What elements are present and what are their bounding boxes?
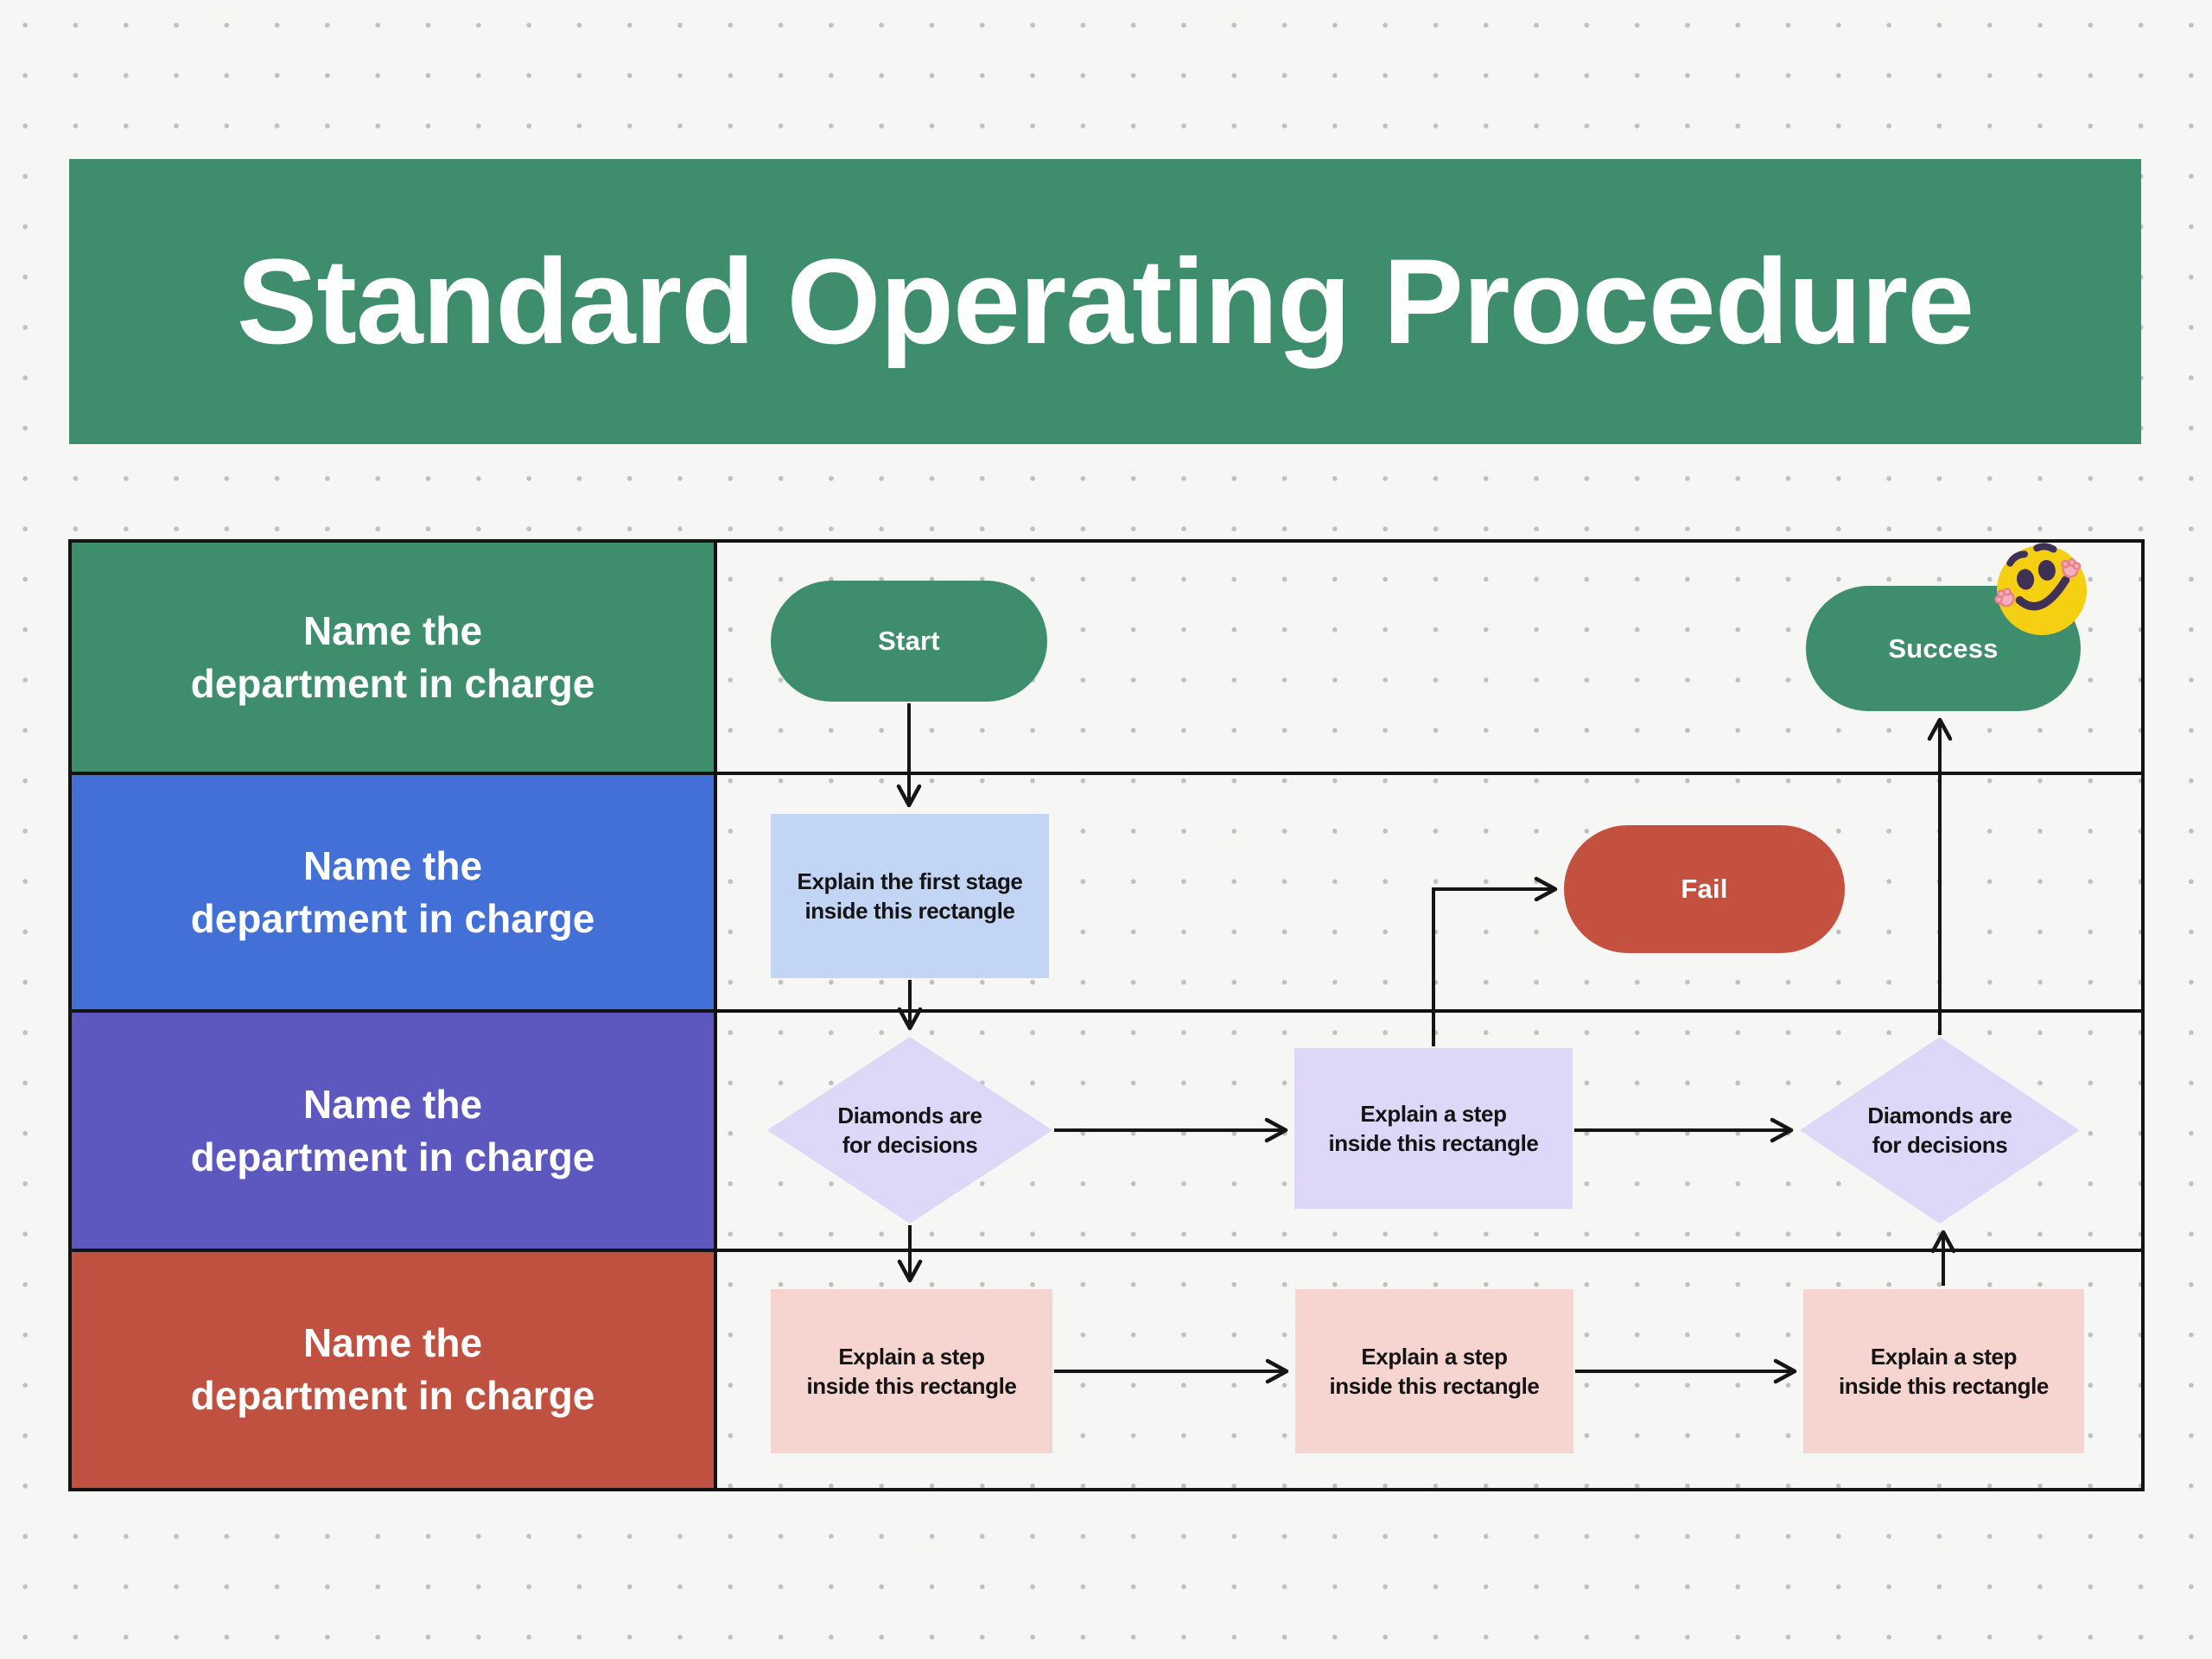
- swimlane-table-border: [68, 539, 2145, 1491]
- smiley-right-hand: [2061, 558, 2082, 578]
- start-label: Start: [878, 626, 940, 656]
- lane-label-text: Name the department in charge: [190, 842, 595, 941]
- smiley-left-hand: [1994, 588, 2015, 607]
- decision-left-label: Diamonds are for decisions: [837, 1102, 982, 1158]
- page-title: Standard Operating Procedure: [236, 233, 1974, 369]
- smiley-right-eye: [2037, 559, 2056, 581]
- step-mid-label: Explain a step inside this rectangle: [1328, 1100, 1539, 1156]
- first-stage-label: Explain the first stage inside this rect…: [797, 868, 1023, 924]
- lane-label-row-3[interactable]: Name the department in charge: [71, 1011, 715, 1250]
- table-column-divider: [714, 539, 717, 1491]
- table-row-divider-3: [68, 1249, 2145, 1252]
- lane-label-text: Name the department in charge: [190, 1081, 595, 1179]
- success-label: Success: [1888, 632, 1999, 664]
- smiley-right-eyebrow: [2033, 543, 2057, 553]
- smiley-left-eye: [2017, 569, 2035, 590]
- first-stage-process-box[interactable]: Explain the first stage inside this rect…: [771, 814, 1049, 978]
- step-process-box-bottom-1[interactable]: Explain a step inside this rectangle: [771, 1289, 1052, 1453]
- step-process-box-bottom-3[interactable]: Explain a step inside this rectangle: [1803, 1289, 2084, 1453]
- step-bottom-1-label: Explain a step inside this rectangle: [806, 1343, 1017, 1399]
- table-row-divider-2: [68, 1009, 2145, 1013]
- smiley-left-eyebrow: [2006, 550, 2029, 567]
- lane-label-text: Name the department in charge: [190, 608, 595, 706]
- lane-label-row-4[interactable]: Name the department in charge: [71, 1250, 715, 1489]
- title-banner[interactable]: Standard Operating Procedure: [69, 159, 2141, 444]
- step-process-box-middle[interactable]: Explain a step inside this rectangle: [1294, 1048, 1573, 1209]
- lane-label-row-2[interactable]: Name the department in charge: [71, 773, 715, 1011]
- step-bottom-2-label: Explain a step inside this rectangle: [1329, 1343, 1540, 1399]
- smiley-mouth: [2015, 575, 2070, 611]
- step-bottom-3-label: Explain a step inside this rectangle: [1838, 1343, 2049, 1399]
- fail-terminator[interactable]: Fail: [1564, 825, 1845, 953]
- lane-label-text: Name the department in charge: [190, 1320, 595, 1418]
- step-process-box-bottom-2[interactable]: Explain a step inside this rectangle: [1295, 1289, 1573, 1453]
- start-terminator[interactable]: Start: [771, 581, 1047, 702]
- fail-label: Fail: [1681, 874, 1728, 904]
- lane-label-row-1[interactable]: Name the department in charge: [71, 542, 715, 773]
- decision-right-label: Diamonds are for decisions: [1867, 1102, 2012, 1158]
- table-row-divider-1: [68, 772, 2145, 775]
- smiley-face-sticker[interactable]: [1986, 534, 2098, 646]
